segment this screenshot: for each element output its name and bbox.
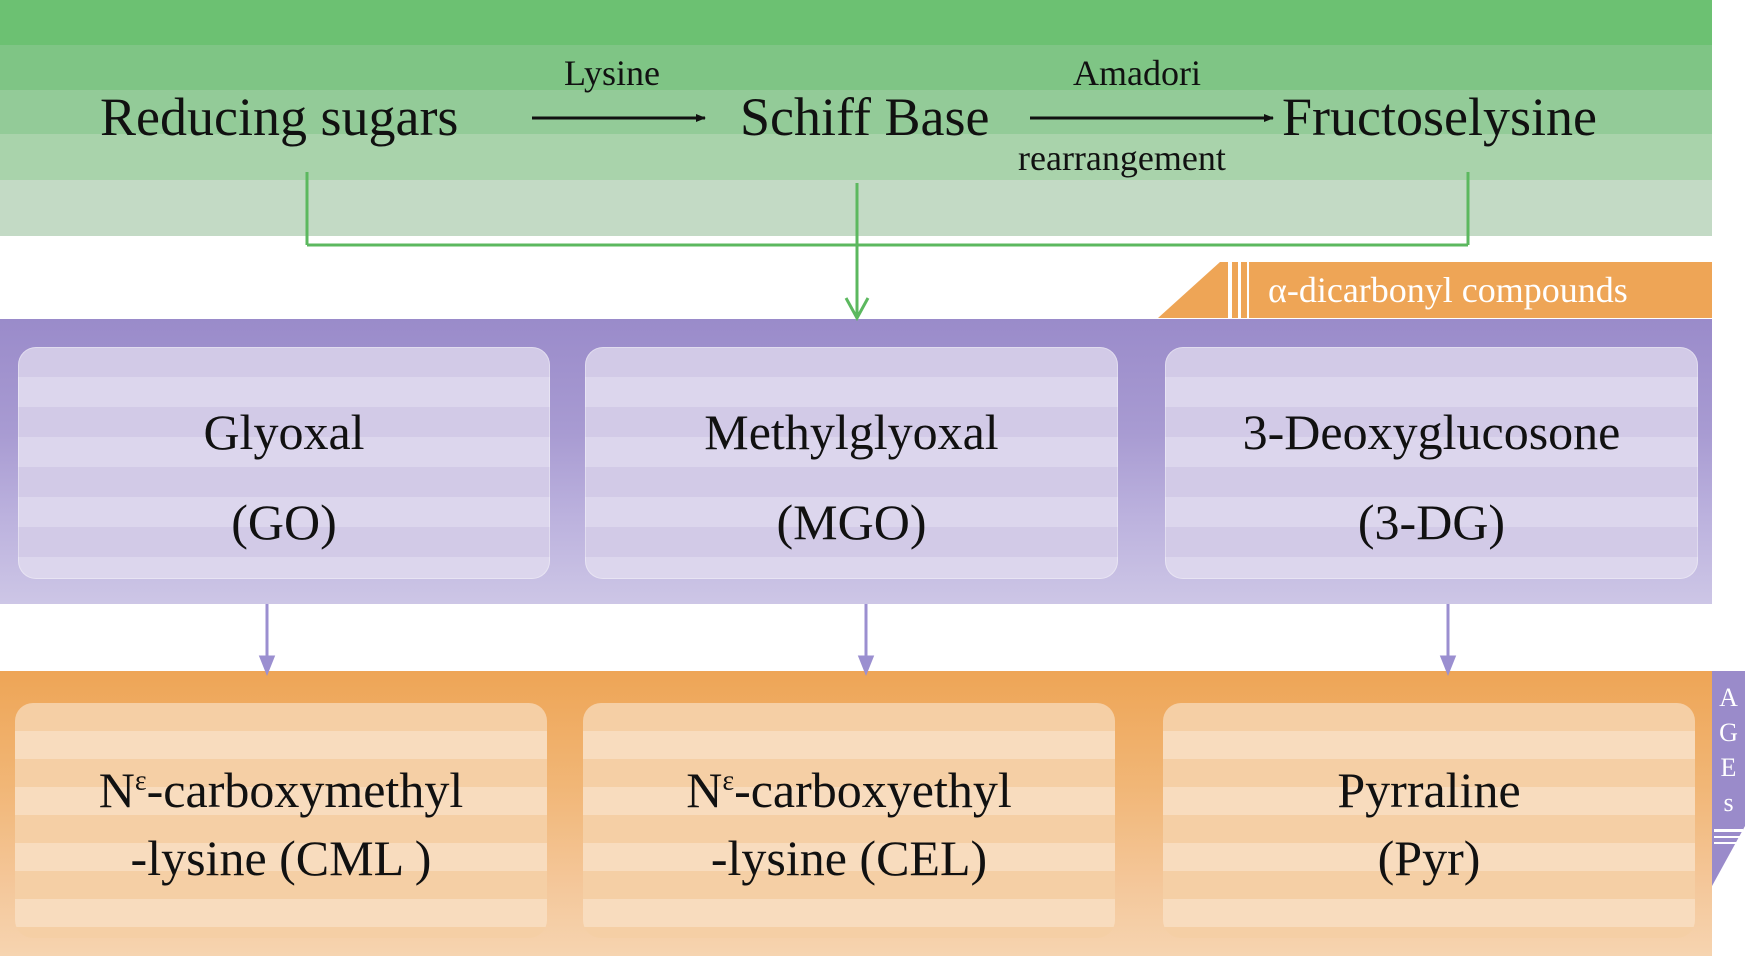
reducing-sugars-label: Reducing sugars bbox=[100, 87, 459, 147]
deoxyglucosone-box: 3-Deoxyglucosone (3-DG) bbox=[1165, 347, 1698, 579]
purple-arrows bbox=[258, 604, 1457, 677]
green-arrow-head bbox=[844, 297, 870, 322]
alpha-dicarbonyl-label: α-dicarbonyl compounds bbox=[1268, 270, 1628, 310]
cml-superscript: ε bbox=[134, 765, 147, 797]
cel-prefix: N bbox=[686, 762, 723, 818]
cml-line1-text: -carboxymethyl bbox=[146, 762, 464, 818]
ages-letter: G bbox=[1719, 718, 1738, 747]
fructoselysine-label: Fructoselysine bbox=[1282, 87, 1597, 147]
ages-letter: E bbox=[1720, 753, 1737, 782]
deoxyglucosone-abbr: (3-DG) bbox=[1357, 494, 1506, 550]
cml-box: Nε-carboxymethyl -lysine (CML ) bbox=[15, 703, 547, 938]
ages-letter: A bbox=[1719, 683, 1738, 712]
glyoxal-box: Glyoxal (GO) bbox=[18, 347, 550, 579]
cel-box: Nε-carboxyethyl -lysine (CEL) bbox=[583, 703, 1115, 938]
pyrraline-line2: (Pyr) bbox=[1377, 830, 1481, 886]
cml-prefix: N bbox=[98, 762, 135, 818]
cel-line2: -lysine (CEL) bbox=[710, 830, 988, 886]
rearrangement-label: rearrangement bbox=[1018, 138, 1226, 178]
cml-line1: Nε-carboxymethyl bbox=[15, 765, 547, 815]
cel-superscript: ε bbox=[722, 765, 735, 797]
methylglyoxal-box: Methylglyoxal (MGO) bbox=[585, 347, 1118, 579]
lysine-label: Lysine bbox=[564, 53, 660, 93]
pyrraline-line1: Pyrraline bbox=[1337, 762, 1521, 818]
schiff-base-label: Schiff Base bbox=[740, 87, 990, 147]
ages-letter: s bbox=[1723, 788, 1734, 817]
methylglyoxal-abbr: (MGO) bbox=[776, 494, 927, 550]
deoxyglucosone-name: 3-Deoxyglucosone bbox=[1242, 404, 1621, 460]
cel-line1: Nε-carboxyethyl bbox=[583, 765, 1115, 815]
glyoxal-name: Glyoxal bbox=[203, 404, 365, 460]
ages-tab-letters: A G E s bbox=[1712, 680, 1745, 820]
amadori-label: Amadori bbox=[1073, 53, 1201, 93]
ages-tab bbox=[1712, 671, 1745, 886]
green-bracket bbox=[305, 172, 1470, 315]
methylglyoxal-name: Methylglyoxal bbox=[704, 404, 999, 460]
alpha-dicarbonyl-tab bbox=[1158, 262, 1712, 318]
cml-line2: -lysine (CML ) bbox=[130, 830, 432, 886]
pyrraline-box: Pyrraline (Pyr) bbox=[1163, 703, 1695, 938]
glyoxal-abbr: (GO) bbox=[231, 494, 337, 550]
cel-line1-text: -carboxyethyl bbox=[734, 762, 1012, 818]
